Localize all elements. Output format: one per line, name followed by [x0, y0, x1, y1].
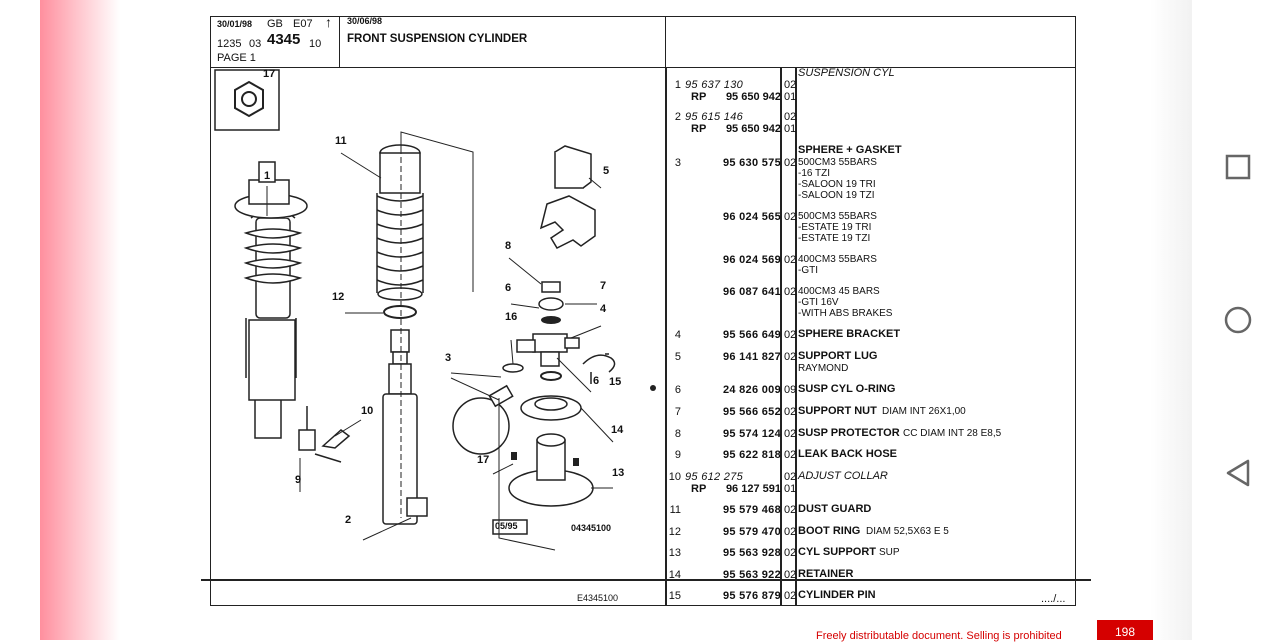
callout-5: 5 [603, 165, 610, 177]
callout-10: 10 [361, 405, 374, 417]
header-title-block: 30/06/98 FRONT SUSPENSION CYLINDER [343, 16, 666, 67]
assembled-cylinder-drawing [234, 161, 308, 439]
cylinder-pin-drawing [582, 353, 616, 384]
nut-hole [241, 91, 257, 107]
callout-4: 4 [600, 303, 607, 315]
sphere-bracket-drawing [516, 333, 580, 367]
date-stamp: 05/95 [495, 521, 518, 531]
parts-catalogue-page: 30/01/98 GB E07 ↑ 1235 03 4345 10 PAGE 1… [201, 14, 1091, 606]
column-divider-qty [780, 67, 782, 605]
gasket-drawing [502, 363, 524, 373]
navigation-bar [1192, 0, 1280, 640]
triangle-back-icon [1226, 459, 1250, 487]
continued-marker: ..../... [1041, 593, 1066, 605]
page-title: FRONT SUSPENSION CYLINDER [347, 33, 528, 45]
callout-11: 11 [335, 135, 347, 147]
header-code: E07 [293, 18, 313, 30]
exploded-diagram [214, 69, 656, 551]
callout-6-lower: 6 [593, 375, 600, 387]
header-date: 30/01/98 [217, 19, 253, 29]
callout-3: 3 [445, 352, 452, 364]
cylinder-body-drawing [382, 329, 428, 525]
callout-6: 6 [505, 282, 512, 294]
left-margin-strip [40, 0, 120, 640]
header-ref-d: 10 [309, 38, 322, 50]
home-button[interactable] [1222, 304, 1254, 336]
leak-hose-drawing [298, 429, 316, 451]
back-button[interactable] [1222, 457, 1254, 489]
nut-inset-frame [214, 69, 280, 131]
adjust-collar-drawing [314, 429, 351, 463]
nut-drawing [234, 80, 264, 118]
callout-9: 9 [295, 474, 302, 486]
callout-16: 16 [505, 311, 518, 323]
protector-drawing [541, 281, 561, 293]
drawing-number: 04345100 [571, 523, 612, 533]
square-icon [1225, 154, 1251, 180]
circle-icon [1224, 306, 1252, 334]
date-stamp-frame [492, 519, 528, 535]
page-number-badge: 198 [1097, 620, 1153, 640]
callout-1: 1 [264, 170, 271, 182]
column-divider-desc [795, 67, 797, 605]
recent-apps-button[interactable] [1222, 151, 1254, 183]
retainer-drawing [520, 395, 582, 421]
boot-ring-drawing [383, 305, 417, 319]
callout-8: 8 [505, 240, 512, 252]
callout-12: 12 [332, 291, 345, 303]
header-ref-b: 03 [249, 38, 262, 50]
footer-drawing-ref: E4345100 [577, 593, 619, 603]
footer-rule [201, 579, 1091, 581]
callout-17-top: 17 [263, 68, 276, 80]
sphere-drawing [452, 397, 510, 455]
header-page: PAGE 1 [217, 52, 256, 64]
header-reference-block: 30/01/98 GB E07 ↑ 1235 03 4345 10 PAGE 1 [215, 14, 340, 67]
callout-13: 13 [612, 467, 625, 479]
callout-2: 2 [345, 514, 352, 526]
callout-7: 7 [600, 280, 607, 292]
callout-14: 14 [611, 424, 624, 436]
callout-17: 17 [477, 454, 490, 466]
support-lug-drawing [539, 145, 596, 249]
callout-15: 15 [609, 376, 622, 388]
dust-guard-drawing [376, 144, 424, 301]
header-ref-c: 4345 [267, 31, 301, 48]
support-nut-drawing [538, 297, 564, 311]
right-margin-shade [1150, 0, 1194, 640]
page-header: 30/01/98 GB E07 ↑ 1235 03 4345 10 PAGE 1… [211, 14, 1076, 68]
header-arrow: ↑ [325, 14, 332, 30]
cylinder-support-drawing [508, 433, 594, 507]
header-date-2: 30/06/98 [347, 16, 383, 26]
header-language: GB [267, 18, 283, 30]
header-ref-a: 1235 [217, 38, 242, 50]
column-divider-main [665, 67, 667, 605]
distribution-notice: Freely distributable document. Selling i… [816, 630, 1062, 642]
o-ring-drawing [541, 316, 561, 324]
